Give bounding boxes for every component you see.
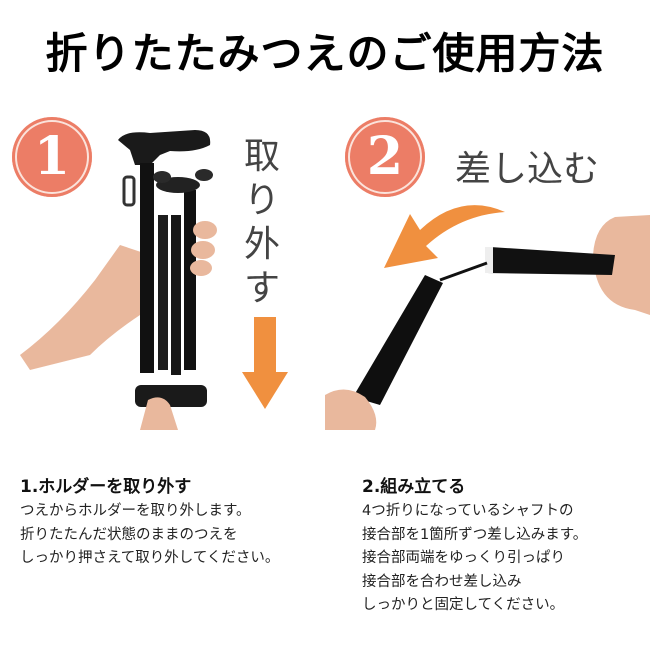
step1-instructions: 1.ホルダーを取り外す つえからホルダーを取り外します。 折りたたんだ状態のまま… [20, 472, 279, 571]
step1-line: しっかり押さえて取り外してください。 [20, 550, 280, 566]
step1-line: つえからホルダーを取り外します。 [20, 503, 251, 519]
step2-line: しっかりと固定してください。 [362, 597, 565, 613]
insert-label: 差し込む [455, 149, 600, 190]
step2-line: 接合部両端をゆっくり引っぱり [362, 550, 565, 566]
step2-line: 接合部を1箇所ずつ差し込みます。 [362, 526, 588, 543]
step-number-badge: 1 [12, 117, 92, 197]
step2-title: 2.組み立てる [362, 477, 466, 497]
curved-left-arrow-icon [384, 205, 505, 268]
step1-title: 1.ホルダーを取り外す [20, 477, 192, 497]
page-title: 折りたたみつえのご使用方法 [45, 29, 605, 78]
step2-instructions: 2.組み立てる 4つ折りになっているシャフトの 接合部を1箇所ずつ差し込みます。… [362, 472, 587, 618]
folded-cane-image [20, 130, 217, 430]
remove-label: 取 り 外 す [243, 136, 280, 309]
step2-line: 接合部を合わせ差し込み [362, 573, 522, 590]
step2-line: 4つ折りになっているシャフトの [362, 503, 574, 519]
step1-illustration: 1 取 り 外 す [0, 105, 325, 430]
step1-line: 折りたたんだ状態のままのつえを [20, 526, 238, 543]
down-arrow-icon [242, 317, 288, 409]
step2-illustration: 2 差し込む [325, 105, 650, 430]
step-number-badge: 2 [345, 117, 425, 197]
cane-shaft-image [325, 215, 650, 430]
